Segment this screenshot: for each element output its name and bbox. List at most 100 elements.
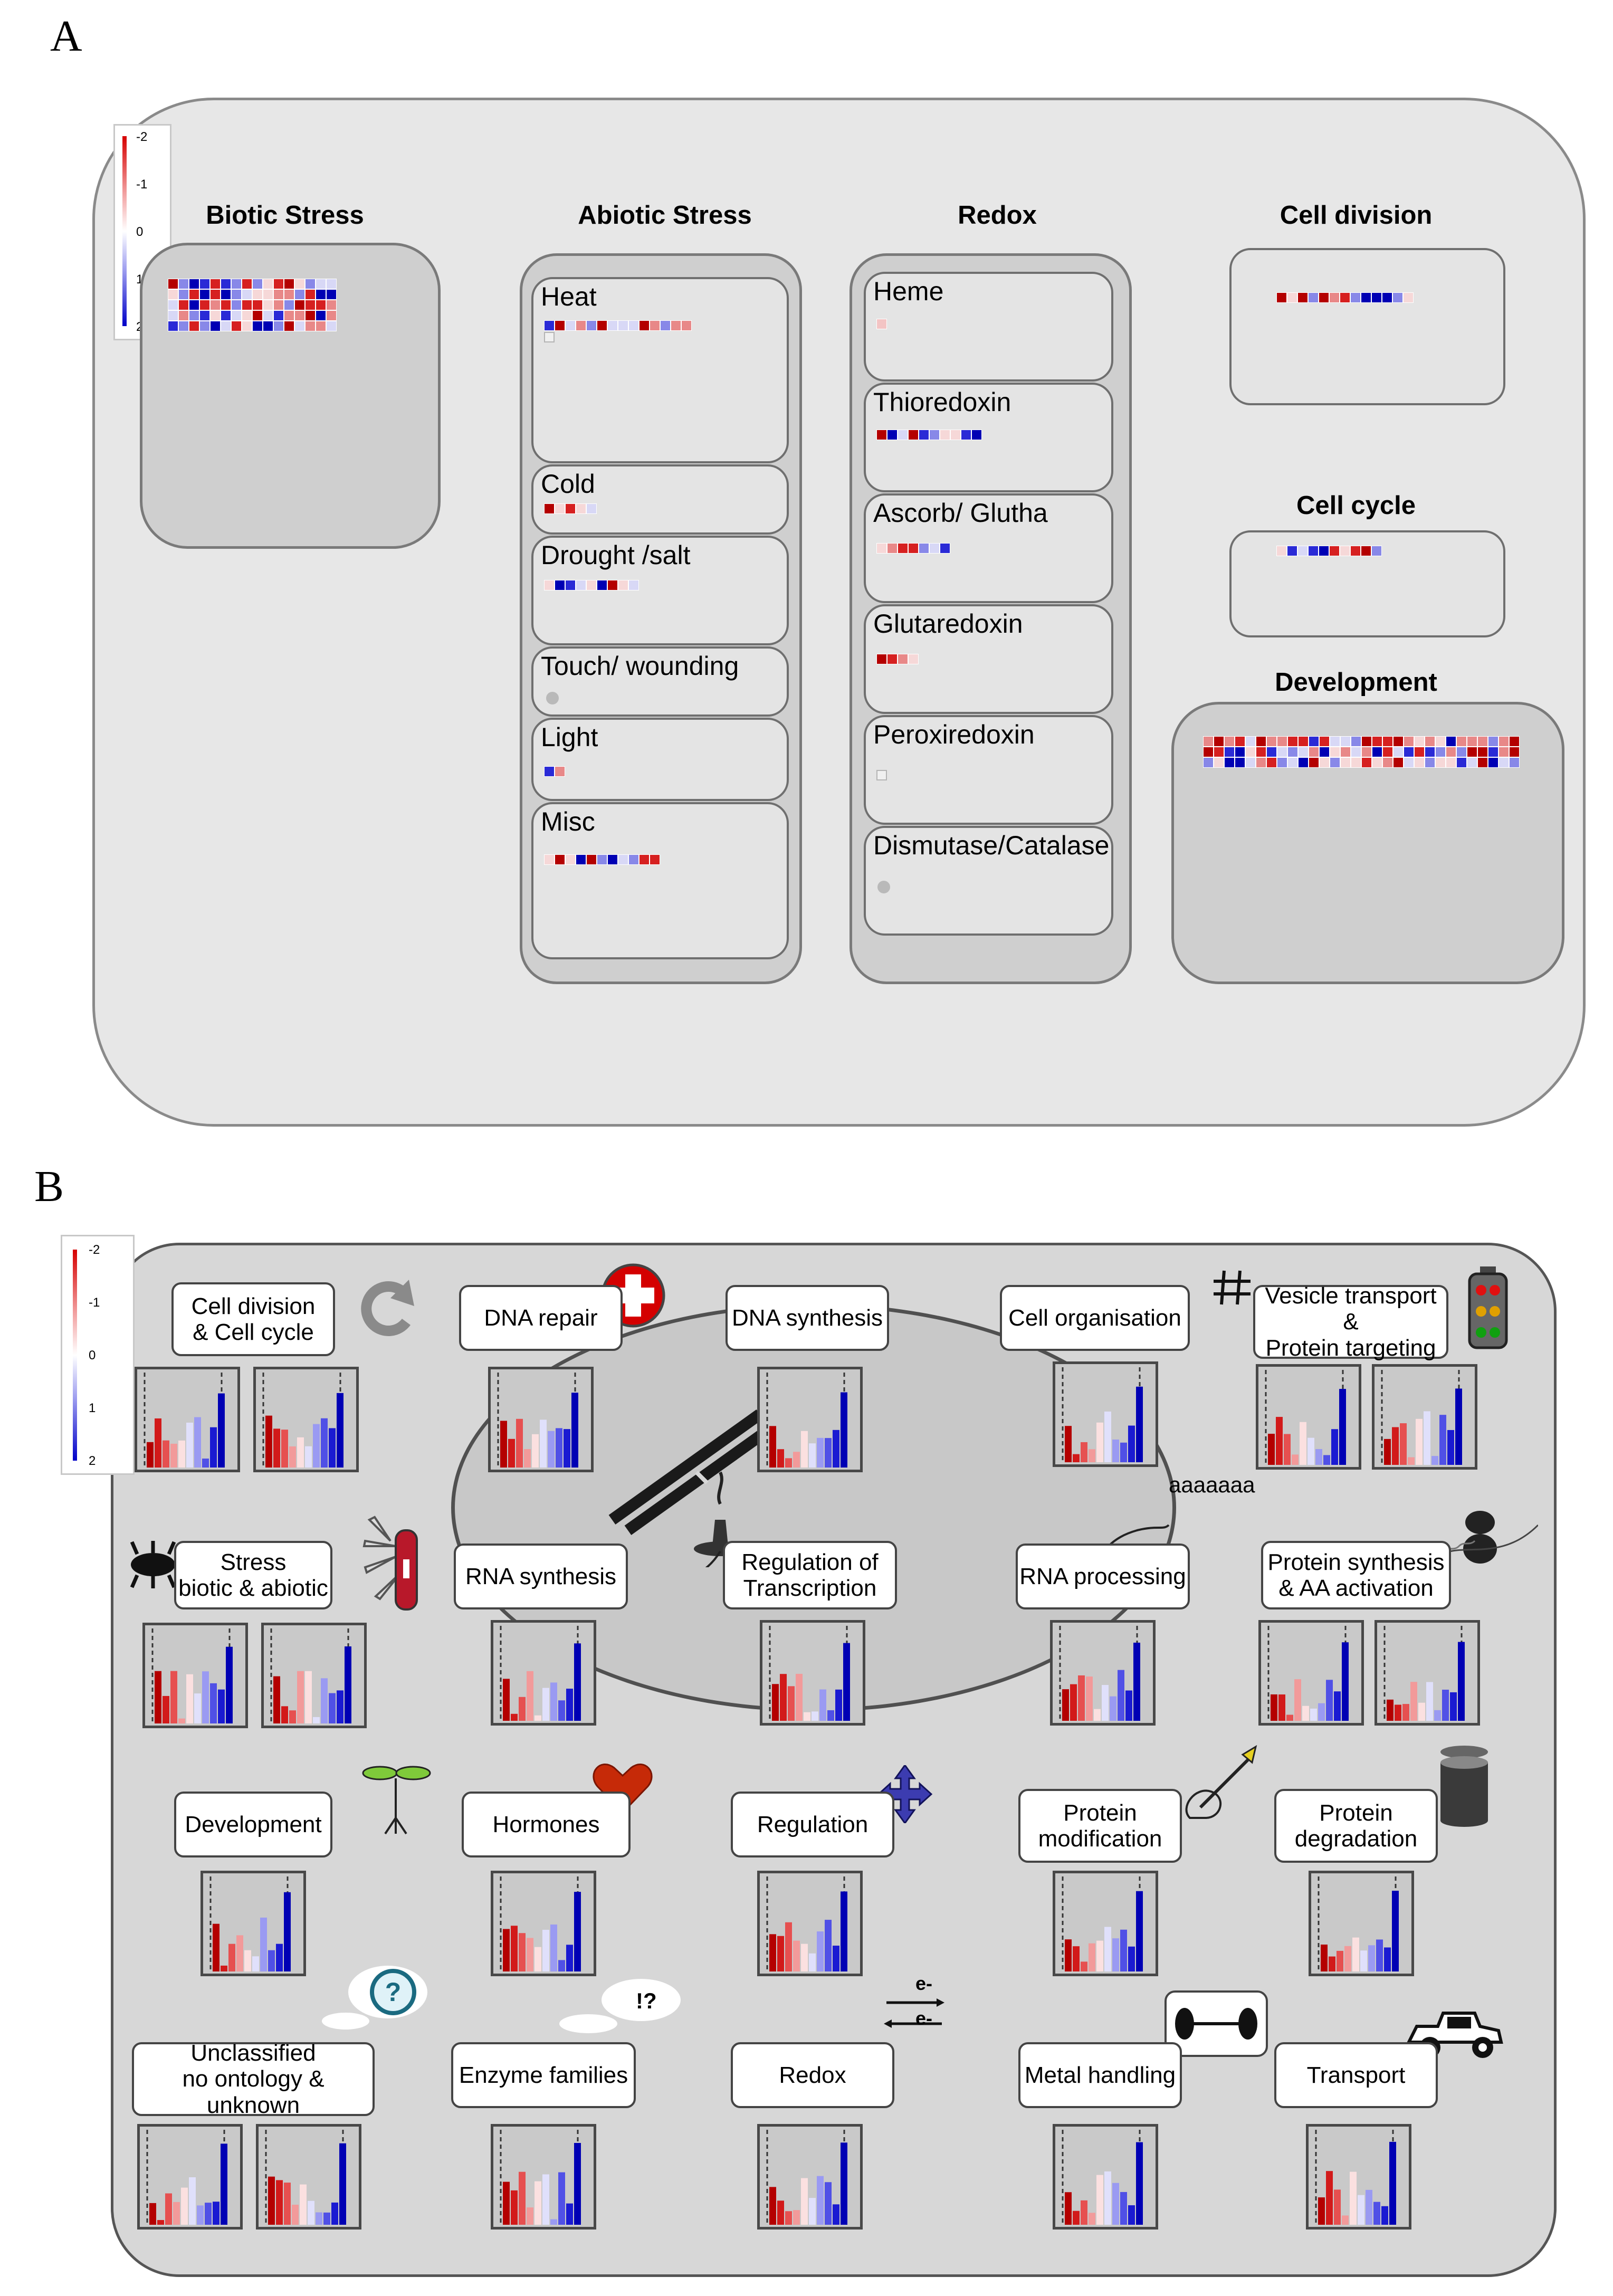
heatmap-cell [1309, 736, 1319, 747]
heatmap-cell [1245, 736, 1256, 747]
histogram-bar [804, 1712, 810, 1721]
heatmap-cell [555, 580, 565, 590]
heatmap-cell [1277, 757, 1287, 768]
heatmap-cell [1235, 736, 1245, 747]
histogram-bar [305, 1446, 312, 1468]
heatmap-cell [1287, 747, 1298, 757]
heatmap-cell [1203, 747, 1214, 757]
heatmap-cell [1403, 292, 1414, 303]
heatmap-cell [1214, 736, 1224, 747]
heatmap-cell [1509, 747, 1520, 757]
histogram-bar [313, 1424, 320, 1468]
heatmap-cell [1414, 747, 1425, 757]
histogram-bar [1125, 1690, 1132, 1721]
mini-bar-chart [491, 2124, 596, 2230]
histogram-bar [1089, 1449, 1095, 1462]
heatmap-cell [316, 321, 326, 331]
histogram-bar [511, 2190, 518, 2225]
histogram-bar [1300, 1422, 1306, 1465]
heatmap-cell [544, 503, 555, 514]
histogram-bar [825, 2182, 832, 2225]
histogram-bar [1120, 1929, 1127, 1971]
histogram-bar [1073, 1946, 1080, 1971]
histogram-bar [300, 2184, 307, 2225]
heatmap-cell [628, 320, 639, 331]
box-label-light: Light [541, 722, 598, 752]
heatmap-cell [326, 289, 337, 300]
histogram-bar [769, 1934, 776, 1971]
heatmap-drought-salt [544, 580, 639, 590]
histogram-bar [260, 1917, 267, 1971]
mini-bar-chart [1053, 1361, 1158, 1467]
heatmap-cell [618, 580, 628, 590]
heatmap-cell [326, 300, 337, 310]
histogram-bar [1389, 2141, 1396, 2225]
histogram-bar [1292, 1454, 1299, 1465]
heatmap-cell [1404, 747, 1414, 757]
histogram-bar [566, 1689, 573, 1721]
histogram-bar [321, 1678, 328, 1723]
heatmap-cell [1435, 757, 1446, 768]
box-label-thioredoxin: Thioredoxin [873, 387, 1011, 417]
heatmap-cell [1319, 736, 1330, 747]
histogram-bar [532, 1434, 539, 1468]
histogram-bar [777, 1936, 784, 1971]
histogram-bar [329, 1428, 336, 1468]
heatmap-cell [1224, 747, 1235, 757]
heatmap-cell [971, 430, 982, 440]
histogram-bar [527, 2207, 533, 2225]
histogram-bar [527, 1938, 533, 1971]
heatmap-cell [671, 320, 681, 331]
heatmap-cell [252, 310, 263, 321]
histogram-bar [571, 1393, 578, 1468]
heatmap-cell [1340, 757, 1351, 768]
heatmap-cell [199, 310, 210, 321]
histogram-bar [819, 1689, 826, 1721]
heatmap-cell [1392, 292, 1403, 303]
histogram-bar [1387, 1699, 1394, 1721]
category-stress: Stress biotic & abiotic [174, 1541, 332, 1609]
heatmap-cell [178, 300, 189, 310]
heatmap-cell [1499, 757, 1509, 768]
heatmap-cell [178, 321, 189, 331]
histogram-bar [769, 2187, 776, 2225]
heatmap-cell [305, 289, 316, 300]
histogram-bar [1334, 1691, 1341, 1721]
group-title-development: Development [1275, 668, 1437, 697]
heatmap-cell [1214, 747, 1224, 757]
heatmap-cell [294, 321, 305, 331]
histogram-bar [825, 1438, 832, 1468]
histogram-bar [1358, 2195, 1364, 2225]
histogram-bar [276, 1943, 283, 1971]
histogram-bar [221, 1965, 227, 1971]
histogram-bar [173, 2202, 180, 2225]
heatmap-cell [544, 854, 555, 865]
heatmap-cell [1414, 736, 1425, 747]
heatmap-cell [919, 543, 929, 554]
heatmap-cell [1277, 747, 1287, 757]
heatmap-cell [316, 289, 326, 300]
heatmap-cell [639, 854, 650, 865]
histogram-bar [809, 1443, 816, 1468]
histogram-bar [1120, 2192, 1127, 2225]
heatmap-cell [252, 289, 263, 300]
heatmap-cell [1393, 757, 1404, 768]
histogram-bar [841, 1392, 847, 1468]
mini-chart-svg [1062, 1876, 1143, 1971]
mini-bar-chart [757, 1367, 863, 1472]
histogram-bar [809, 1953, 816, 1971]
heatmap-cell [242, 289, 252, 300]
heatmap-cell [1224, 757, 1235, 768]
heatmap-cell [199, 321, 210, 331]
histogram-bar [1408, 1457, 1415, 1465]
heatmap-cell [1361, 757, 1372, 768]
box-label-peroxiredoxin: Peroxiredoxin [873, 720, 1035, 749]
histogram-bar [817, 1931, 824, 1971]
box-label-cold: Cold [541, 469, 595, 499]
category-unclassified: Unclassified no ontology & unknown [132, 2040, 375, 2118]
heatmap-cell [1351, 747, 1361, 757]
heatmap-cell [1351, 736, 1361, 747]
histogram-bar [1323, 1455, 1330, 1465]
mini-chart-svg [1059, 1626, 1140, 1721]
mini-bar-chart [137, 2124, 243, 2230]
